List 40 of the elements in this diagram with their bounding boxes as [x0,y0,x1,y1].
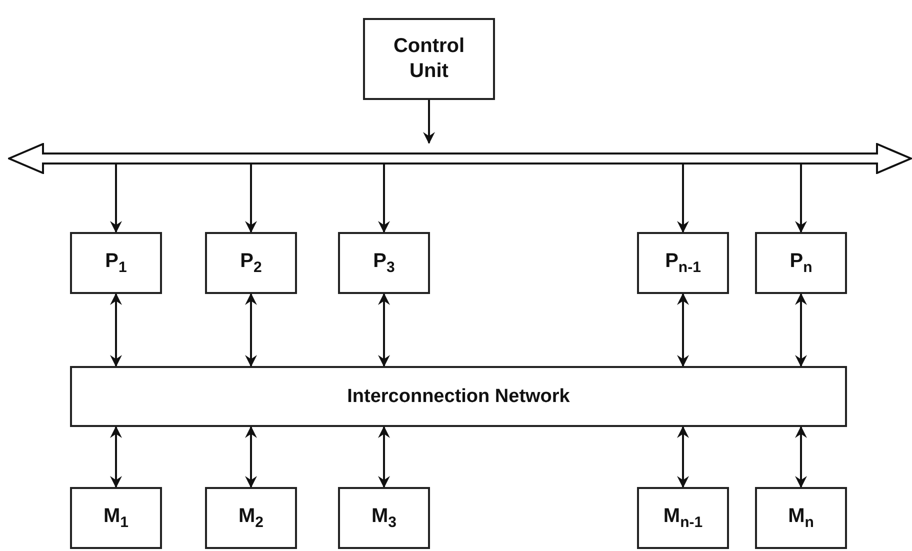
arrow [245,426,257,488]
process-box [338,232,430,294]
process-box [338,487,430,549]
process-box [637,487,729,549]
process-box [70,487,162,549]
box-label: M$_{1}$ [103,504,128,532]
box-label: M$_{n}$ [788,504,814,532]
box-label: Control Unit [392,34,466,84]
process-box [205,487,297,549]
box-label: M$_{2}$ [238,504,264,532]
arrow [795,426,807,488]
network-box [70,366,847,427]
arrow [378,426,390,488]
arrow [110,293,122,367]
box-label: M$_{n-1}$ [663,504,703,532]
arrow [378,164,390,233]
box-label: P$_{2}$ [240,248,262,278]
arrow [677,426,689,488]
box-label: P$_{n-1}$ [665,248,701,278]
arrow [110,426,122,488]
process-box [70,232,162,294]
box-label: Interconnection Network [347,384,570,408]
arrow [110,164,122,233]
arrow [677,293,689,367]
box-label: M$_{3}$ [371,504,396,532]
process-box [755,232,847,294]
arrow [245,164,257,233]
arrow [677,164,689,233]
process-box [363,18,495,100]
box-label: P$_{1}$ [105,248,127,278]
arrow [378,293,390,367]
process-box [755,487,847,549]
box-label: P$_{n}$ [790,248,812,278]
arrow [245,293,257,367]
arrow [795,293,807,367]
box-label: P$_{3}$ [373,248,395,278]
process-box [205,232,297,294]
arrow [423,100,435,144]
process-box [637,232,729,294]
arrow [795,164,807,233]
